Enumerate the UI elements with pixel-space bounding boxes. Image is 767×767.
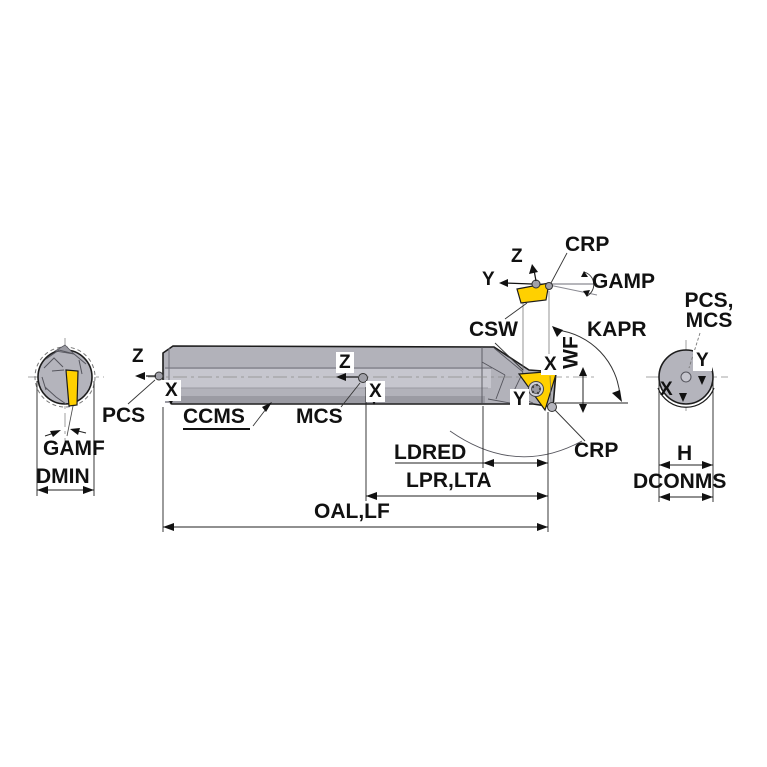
rake-detail-view xyxy=(494,252,598,403)
axis-x-head: X xyxy=(541,354,560,375)
shank-diameter-dimensions xyxy=(658,377,714,502)
label-dconms: DCONMS xyxy=(633,470,727,493)
axis-x-right: X xyxy=(660,379,673,400)
label-dmin: DMIN xyxy=(36,465,90,488)
ccms-leader xyxy=(252,402,272,427)
gamf-angle-arrows xyxy=(44,428,87,437)
label-pcs-left: PCS xyxy=(102,404,146,427)
label-mcs: MCS xyxy=(296,405,343,428)
tool-shank-side-view xyxy=(127,345,596,427)
length-dimensions xyxy=(162,387,549,532)
label-pcs-mcs-right: PCS, MCS xyxy=(684,289,734,332)
kapr-wf-dimensions xyxy=(449,326,628,458)
label-ccms: CCMS xyxy=(183,406,250,430)
label-csw: CSW xyxy=(469,318,518,341)
axis-x-pcs: X xyxy=(162,380,181,401)
axis-z-detail: Z xyxy=(511,246,523,267)
dmin-dimension xyxy=(36,381,95,496)
axis-x-mcs: X xyxy=(366,381,385,402)
label-crp-bottom: CRP xyxy=(574,439,619,462)
axis-z-mcs: Z xyxy=(336,352,354,373)
axis-z-pcs: Z xyxy=(132,346,144,367)
label-lpr-lta: LPR,LTA xyxy=(406,469,492,492)
corner-radius-point xyxy=(547,402,557,412)
label-kapr: KAPR xyxy=(587,318,647,341)
label-gamf: GAMF xyxy=(43,437,105,460)
insert-end xyxy=(65,369,79,407)
label-oal-lf: OAL,LF xyxy=(314,500,390,523)
axis-y-detail: Y xyxy=(482,269,495,290)
insert-side xyxy=(517,370,558,412)
axis-y-head: Y xyxy=(510,389,529,410)
label-gamp: GAMP xyxy=(592,270,655,293)
label-h: H xyxy=(677,442,693,465)
label-ldred: LDRED xyxy=(394,441,467,464)
insert-end-view xyxy=(28,338,104,496)
label-wf: WF xyxy=(559,336,583,369)
label-crp-top: CRP xyxy=(565,233,610,256)
axis-y-right: Y xyxy=(693,350,712,371)
